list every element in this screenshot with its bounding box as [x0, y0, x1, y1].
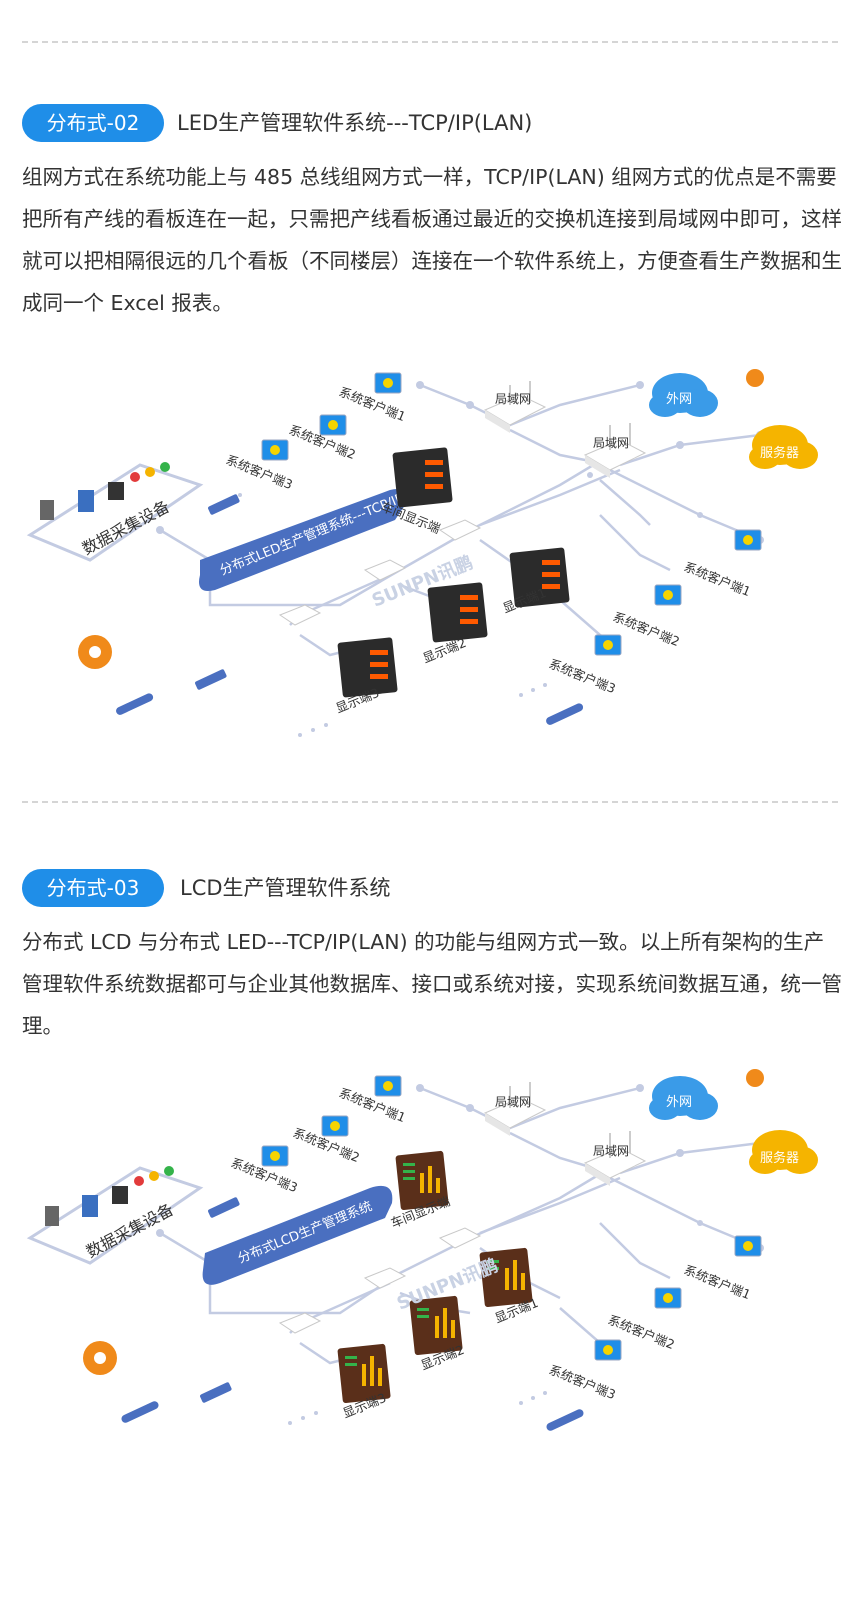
client-right-2-label: 系统客户端2	[611, 609, 682, 649]
small-gear-icon	[746, 369, 764, 387]
peripheral-devices	[116, 494, 584, 725]
reader-icon	[82, 1195, 98, 1217]
scanner-icon	[45, 1206, 59, 1226]
peripheral-devices	[121, 1197, 584, 1431]
external-cloud: 外网	[649, 373, 718, 417]
switch-group	[278, 1227, 482, 1334]
terminal-icon	[112, 1186, 128, 1204]
server-cloud-label: 服务器	[760, 1150, 799, 1166]
server-cloud: 服务器	[749, 1130, 818, 1174]
lan-router-a: 局域网	[483, 381, 547, 433]
external-cloud-label: 外网	[666, 392, 692, 407]
section-paragraph-03: 分布式 LCD 与分布式 LED---TCP/IP(LAN) 的功能与组网方式一…	[22, 930, 842, 1038]
section-paragraph-02: 组网方式在系统功能上与 485 总线组网方式一样，TCP/IP(LAN) 组网方…	[22, 165, 842, 315]
external-cloud-label: 外网	[666, 1095, 692, 1110]
section-heading-03: LCD生产管理软件系统	[180, 876, 391, 900]
lan-router-b: 局域网	[583, 1131, 647, 1186]
middle-divider	[22, 801, 838, 803]
switch-group	[278, 519, 482, 626]
scanner-icon	[40, 500, 54, 520]
section-badge-03: 分布式-03	[22, 869, 164, 907]
lan-a-label: 局域网	[495, 1095, 531, 1109]
client-right-1-label: 系统客户端1	[682, 559, 753, 599]
connection-lines	[159, 1086, 761, 1365]
data-collection-platform: 数据采集设备	[26, 1166, 204, 1265]
server-cloud-label: 服务器	[760, 445, 799, 461]
server-cloud: 服务器	[749, 425, 818, 469]
lan-b-label: 局域网	[593, 1144, 629, 1158]
section-badge-02: 分布式-02	[22, 104, 164, 142]
small-gear-icon	[746, 1069, 764, 1087]
data-collection-platform: 数据采集设备	[26, 462, 204, 562]
reader-icon	[78, 490, 94, 512]
terminal-icon	[108, 482, 124, 500]
lan-router-b: 局域网	[583, 423, 647, 478]
top-divider	[22, 41, 838, 43]
lan-router-a: 局域网	[483, 1082, 547, 1136]
external-cloud: 外网	[649, 1076, 718, 1120]
lan-a-label: 局域网	[495, 392, 531, 406]
section-heading-02: LED生产管理软件系统---TCP/IP(LAN)	[177, 111, 533, 135]
lan-b-label: 局域网	[593, 436, 629, 450]
client-right-3-label: 系统客户端3	[547, 656, 618, 696]
connection-lines	[159, 383, 761, 657]
network-diagram-led: 数据采集设备 分布式LED生产管理系统---TCP/IP 局域网 局域网	[0, 345, 860, 765]
network-diagram-lcd: 数据采集设备 分布式LCD生产管理系统 局域网 局域网	[0, 1058, 860, 1458]
client-right-1-label: 系统客户端1	[682, 1262, 753, 1302]
client-right-3-label: 系统客户端3	[547, 1362, 618, 1402]
